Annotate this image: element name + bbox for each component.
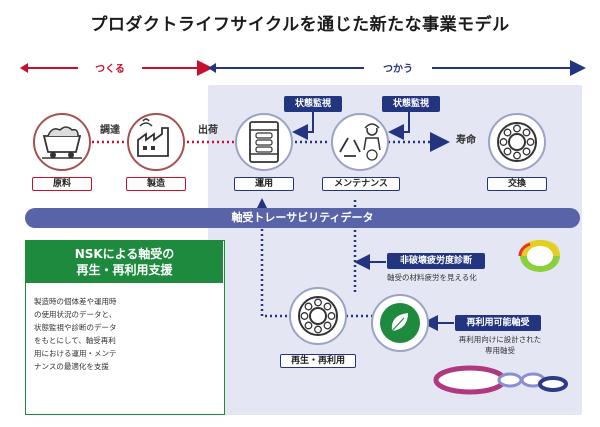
use-phase-panel [208, 85, 582, 415]
nsk-support-title-line1: NSKによる軸受の [74, 247, 175, 261]
phase-use-label: つかう [383, 64, 413, 75]
flow-label-shipment: 出荷 [198, 125, 218, 136]
nsk-body-line: をもとにして、軸受再利 [34, 336, 116, 345]
nsk-support-body: 製造時の個体差や運用時 の使用状況のデータと、 状態監視や診断のデータ をもとに… [34, 295, 152, 373]
nsk-body-line: 製造時の個体差や運用時 [34, 297, 117, 306]
nsk-body-line: ナンスの最適化を支援 [34, 362, 109, 371]
feature-reusable-desc: 再利用向けに設計された 専用軸受 [450, 334, 550, 356]
feature-reusable-desc-line2: 専用軸受 [485, 346, 515, 355]
feature-reusable-label: 再利用可能軸受 [455, 315, 541, 331]
monitoring-tag-left: 状態監視 [284, 96, 342, 112]
node-manufacturing: 製造 [126, 177, 186, 191]
feature-reusable-desc-line1: 再利用向けに設計された [458, 335, 542, 344]
feature-ndt-label: 非破壊疲労度診断 [387, 253, 485, 269]
phase-make-label: つくる [95, 64, 125, 75]
node-raw-material: 原料 [32, 177, 92, 191]
factory-icon [127, 113, 185, 171]
flow-label-lifespan: 寿命 [456, 135, 476, 146]
page-title: プロダクトライフサイクルを通じた新たな事業モデル [90, 15, 510, 35]
nsk-support-title-line2: 再生・再利用支援 [76, 263, 173, 277]
node-maintenance: メンテナンス [322, 177, 400, 191]
nsk-support-box: NSKによる軸受の 再生・再利用支援 製造時の個体差や運用時 の使用状況のデータ… [25, 240, 225, 415]
feature-ndt-desc: 軸受の材料疲労を見える化 [387, 273, 477, 282]
node-regeneration: 再生・再利用 [280, 354, 356, 368]
nsk-body-line: の使用状況のデータと、 [34, 310, 117, 319]
nsk-body-line: 用における運用・メンテ [34, 349, 117, 358]
nsk-body-line: 状態監視や診断のデータ [34, 323, 117, 332]
traceability-data-bar: 軸受トレーサビリティデータ [25, 208, 580, 228]
flow-label-procurement: 調達 [100, 125, 120, 136]
node-replacement: 交換 [487, 177, 547, 191]
mine-cart-icon [33, 113, 91, 171]
node-operation: 運用 [234, 177, 294, 191]
nsk-support-header: NSKによる軸受の 再生・再利用支援 [26, 241, 223, 283]
monitoring-tag-right: 状態監視 [382, 96, 440, 112]
